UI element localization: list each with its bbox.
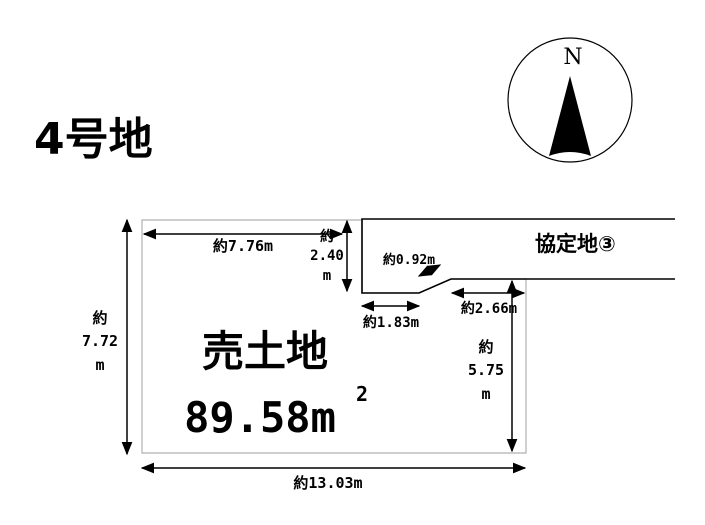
- neighbor-outline: [361, 218, 675, 294]
- dim-right-height-unit: m: [481, 385, 490, 403]
- dim-right-height: 約 5.75 m: [468, 279, 518, 453]
- dim-right-height-prefix: 約: [478, 338, 493, 356]
- north-compass-icon: N: [507, 37, 633, 163]
- dim-notch-height: 約 2.40 m: [310, 219, 353, 293]
- dim-diagonal-label: 約0.92m: [383, 252, 435, 268]
- plot-label: 売土地: [202, 327, 328, 376]
- lot-title: 4号地: [34, 114, 153, 165]
- dim-right-height-value: 5.75: [468, 361, 504, 379]
- dim-notch-width-label: 約1.83m: [363, 314, 419, 331]
- dim-notch-height-prefix: 約: [320, 228, 334, 245]
- dim-right-offset-label: 約2.66m: [461, 300, 517, 317]
- plot-area-unit-sup: 2: [356, 382, 368, 406]
- dim-left-height: 約 7.72 m: [82, 218, 133, 456]
- dim-top-width-label: 約7.76m: [213, 237, 273, 255]
- dim-notch-height-value: 2.40: [310, 248, 344, 264]
- dim-left-height-unit: m: [95, 356, 104, 374]
- dim-right-offset: 約2.66m: [450, 287, 526, 317]
- neighbor-label: 協定地③: [535, 232, 616, 256]
- dim-diagonal: 約0.92m: [383, 252, 442, 277]
- dim-bottom-width-label: 約13.03m: [293, 474, 362, 492]
- dim-bottom-width: 約13.03m: [140, 462, 527, 492]
- dim-left-height-value: 7.72: [82, 332, 118, 350]
- plot-area-value: 89.58m: [184, 393, 336, 442]
- north-label: N: [563, 45, 582, 70]
- dim-top-width: 約7.76m: [142, 228, 344, 255]
- dim-notch-height-unit: m: [323, 268, 331, 284]
- dim-left-height-prefix: 約: [92, 309, 107, 327]
- dim-notch-width: 約1.83m: [360, 300, 421, 331]
